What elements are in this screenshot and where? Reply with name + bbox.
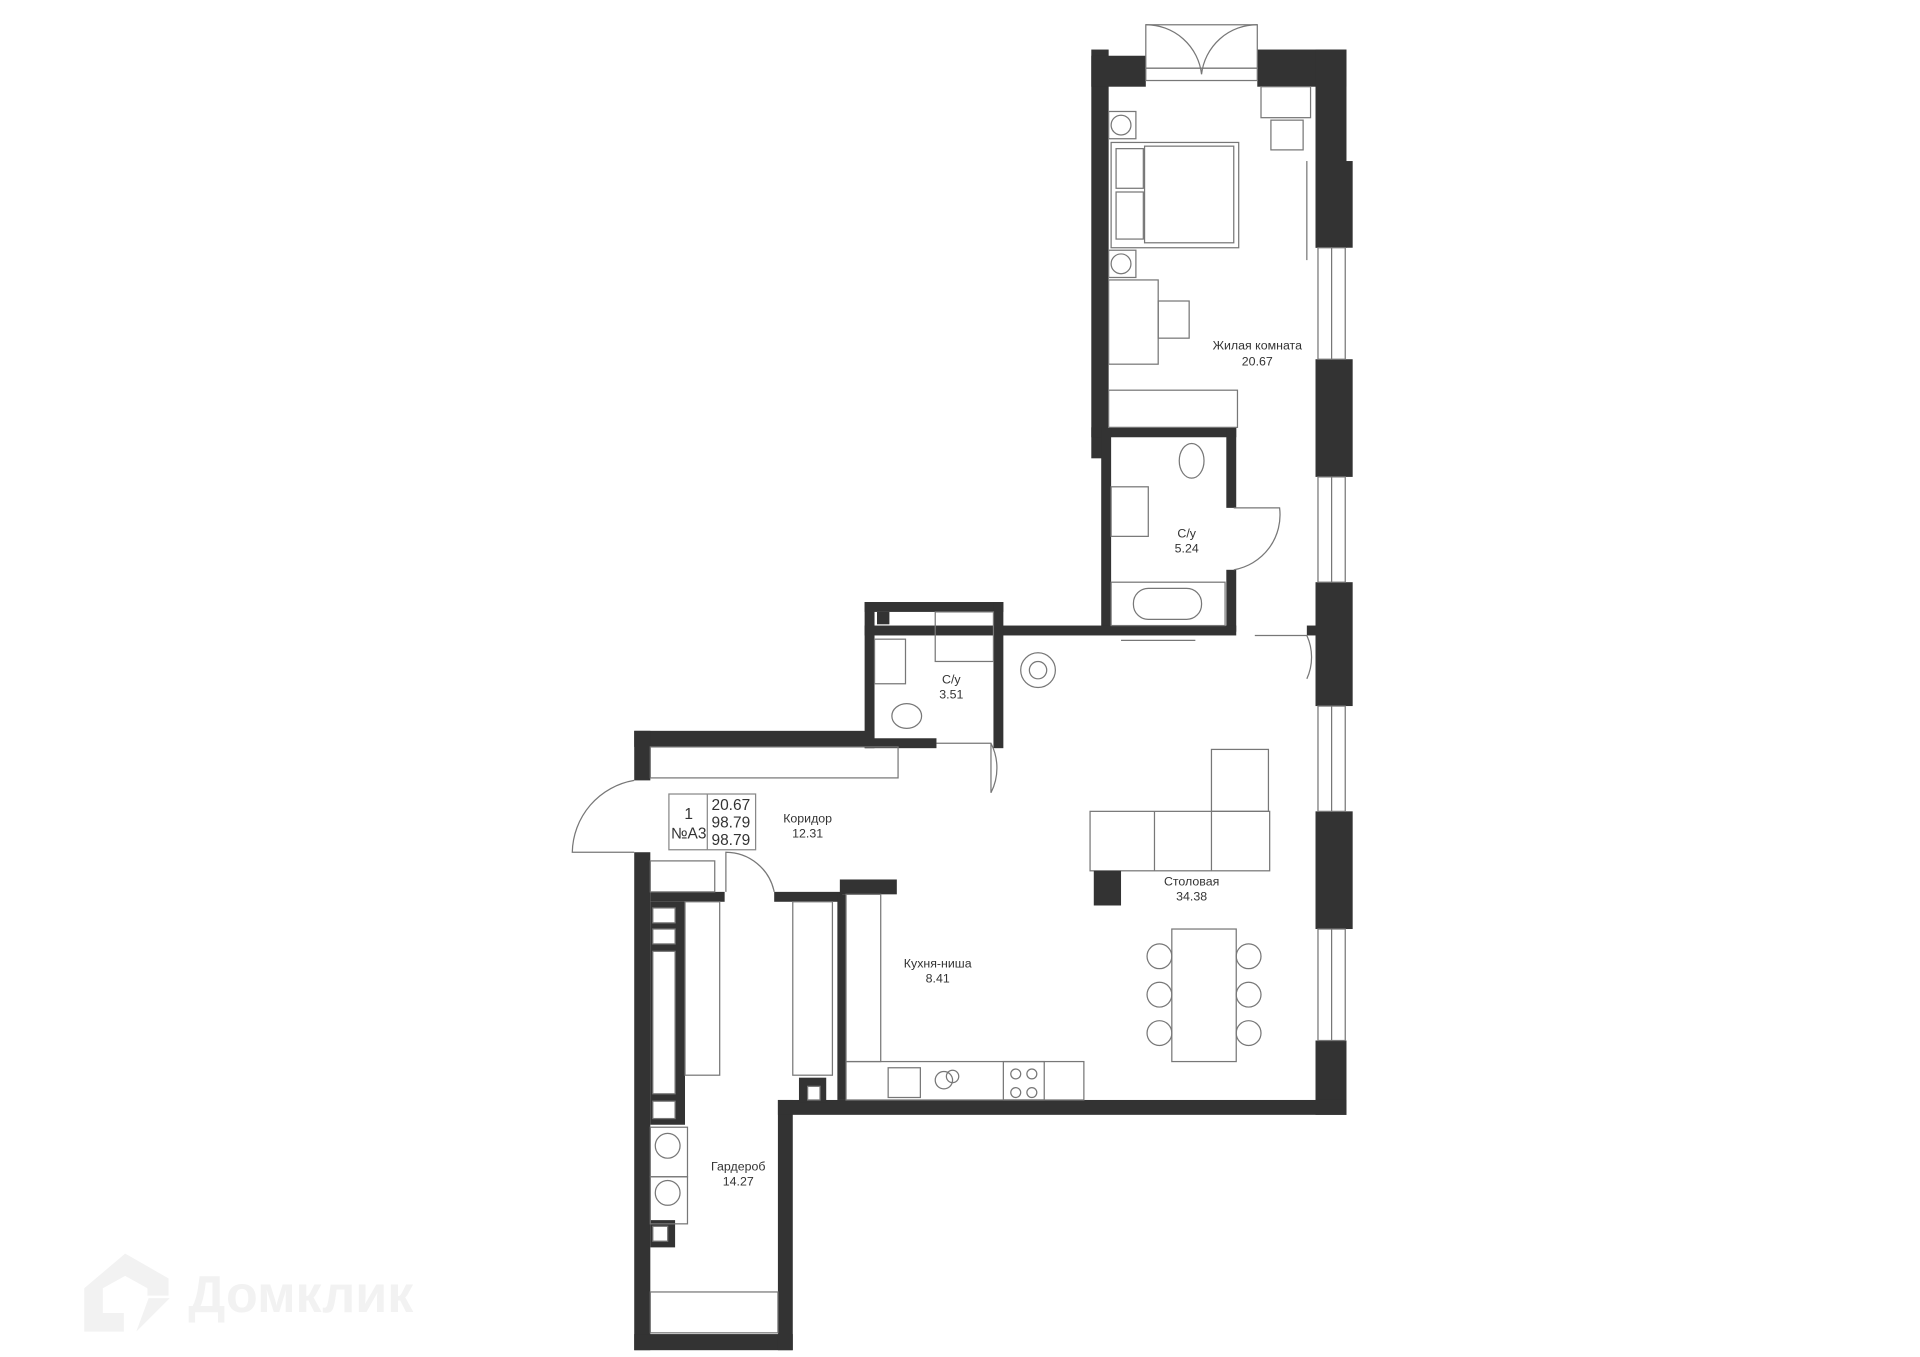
room-area-bedroom: 20.67 <box>1242 354 1273 368</box>
living-area: 20.67 <box>711 797 750 814</box>
room-area-bathroom-1: 5.24 <box>1175 541 1199 555</box>
room-name-wardrobe: Гардероб <box>711 1160 765 1174</box>
room-name-bathroom-2: С/у <box>942 673 961 687</box>
apartment-info-box: 1 №А3 20.67 98.79 98.79 <box>668 793 757 851</box>
room-area-bathroom-2: 3.51 <box>939 688 963 702</box>
room-area-kitchen: 8.41 <box>926 971 950 985</box>
room-area-corridor: 12.31 <box>792 826 823 840</box>
room-name-dining: Столовая <box>1164 875 1219 889</box>
room-name-kitchen: Кухня-ниша <box>904 956 972 970</box>
balcony-door[interactable] <box>1145 24 1258 75</box>
room-name-bedroom: Жилая комната <box>1213 338 1302 352</box>
doors <box>571 507 1313 892</box>
walls <box>634 24 1353 1351</box>
room-labels: Жилая комната 20.67 С/у 5.24 С/у 3.51 Ко… <box>711 338 1302 1188</box>
watermark-logo: Домклик <box>84 1253 414 1332</box>
apartment-number: №А3 <box>671 826 707 843</box>
watermark-text: Домклик <box>188 1266 414 1324</box>
room-area-wardrobe: 14.27 <box>723 1174 754 1188</box>
room-name-bathroom-1: С/у <box>1177 527 1196 541</box>
total-area: 98.79 <box>711 814 750 831</box>
room-area-dining: 34.38 <box>1176 890 1207 904</box>
house-logo-icon <box>84 1253 170 1332</box>
furniture <box>649 86 1312 1334</box>
room-name-corridor: Коридор <box>783 811 832 825</box>
total-area-secondary: 98.79 <box>711 832 750 849</box>
rooms-count: 1 <box>684 806 693 823</box>
